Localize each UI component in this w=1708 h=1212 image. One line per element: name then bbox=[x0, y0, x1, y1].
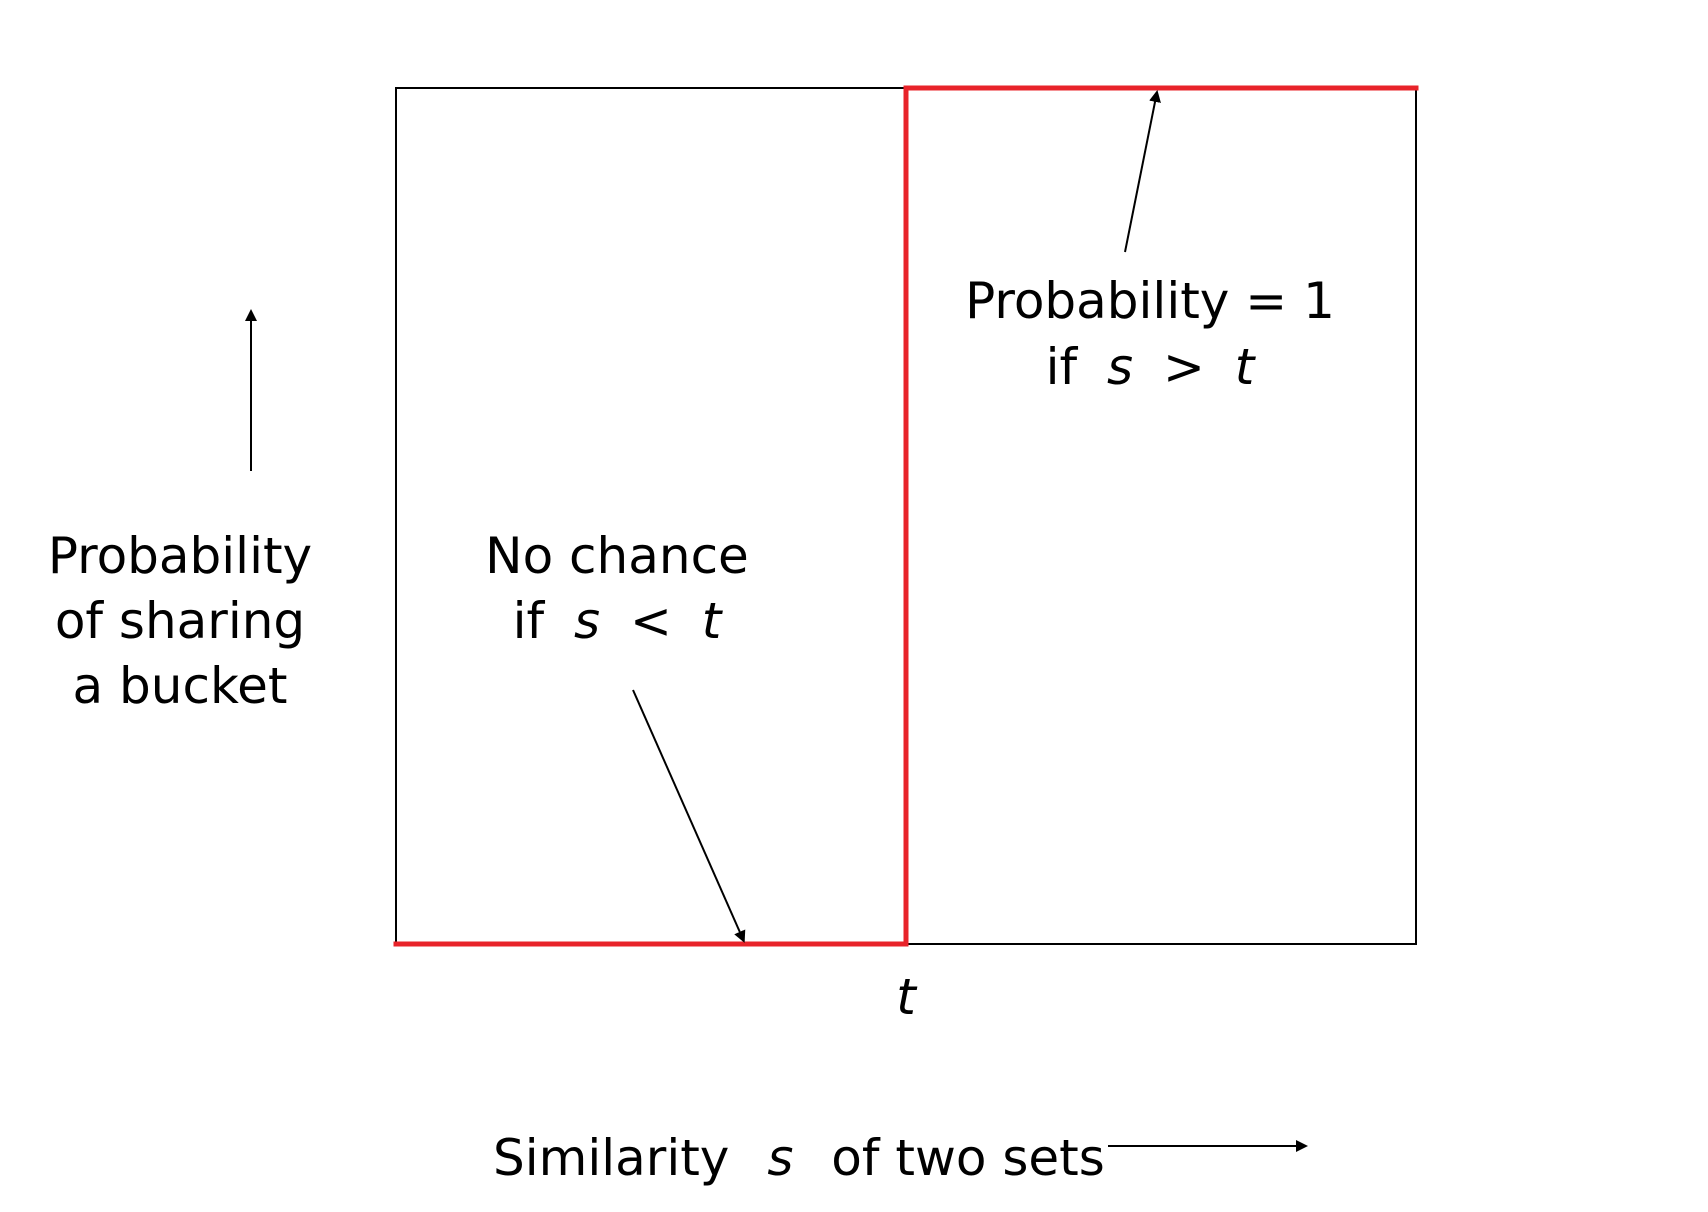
y-axis-label-line3: a bucket bbox=[73, 657, 288, 715]
high-annotation-if: if bbox=[1046, 338, 1079, 396]
y-axis-label-line2: of sharing bbox=[55, 592, 305, 650]
high-annotation-var-s: s bbox=[1107, 338, 1133, 396]
x-axis-label-part1: Similarity bbox=[493, 1129, 729, 1187]
low-annotation-var-s: s bbox=[574, 592, 600, 650]
low-annotation-var-t: t bbox=[702, 592, 724, 650]
low-annotation-line2: if s < t bbox=[513, 592, 724, 650]
high-annotation-line1: Probability = 1 bbox=[965, 272, 1335, 330]
low-annotation-line1: No chance bbox=[485, 527, 749, 585]
high-annotation-var-t: t bbox=[1235, 338, 1257, 396]
x-axis-label-var: s bbox=[767, 1129, 793, 1187]
y-axis-label-line1: Probability bbox=[48, 527, 312, 585]
high-annotation-operator: > bbox=[1163, 338, 1205, 396]
low-annotation-if: if bbox=[513, 592, 546, 650]
low-annotation-operator: < bbox=[630, 592, 672, 650]
x-axis-label-part2: of two sets bbox=[831, 1129, 1105, 1187]
low-annotation-arrow bbox=[632, 689, 746, 943]
x-axis-label: Similarity s of two sets bbox=[493, 1129, 1105, 1187]
high-annotation-arrow bbox=[1124, 90, 1161, 253]
threshold-tick-label: t bbox=[896, 968, 918, 1026]
high-annotation-line2: if s > t bbox=[1046, 338, 1257, 396]
step-function-series bbox=[393, 85, 1419, 947]
